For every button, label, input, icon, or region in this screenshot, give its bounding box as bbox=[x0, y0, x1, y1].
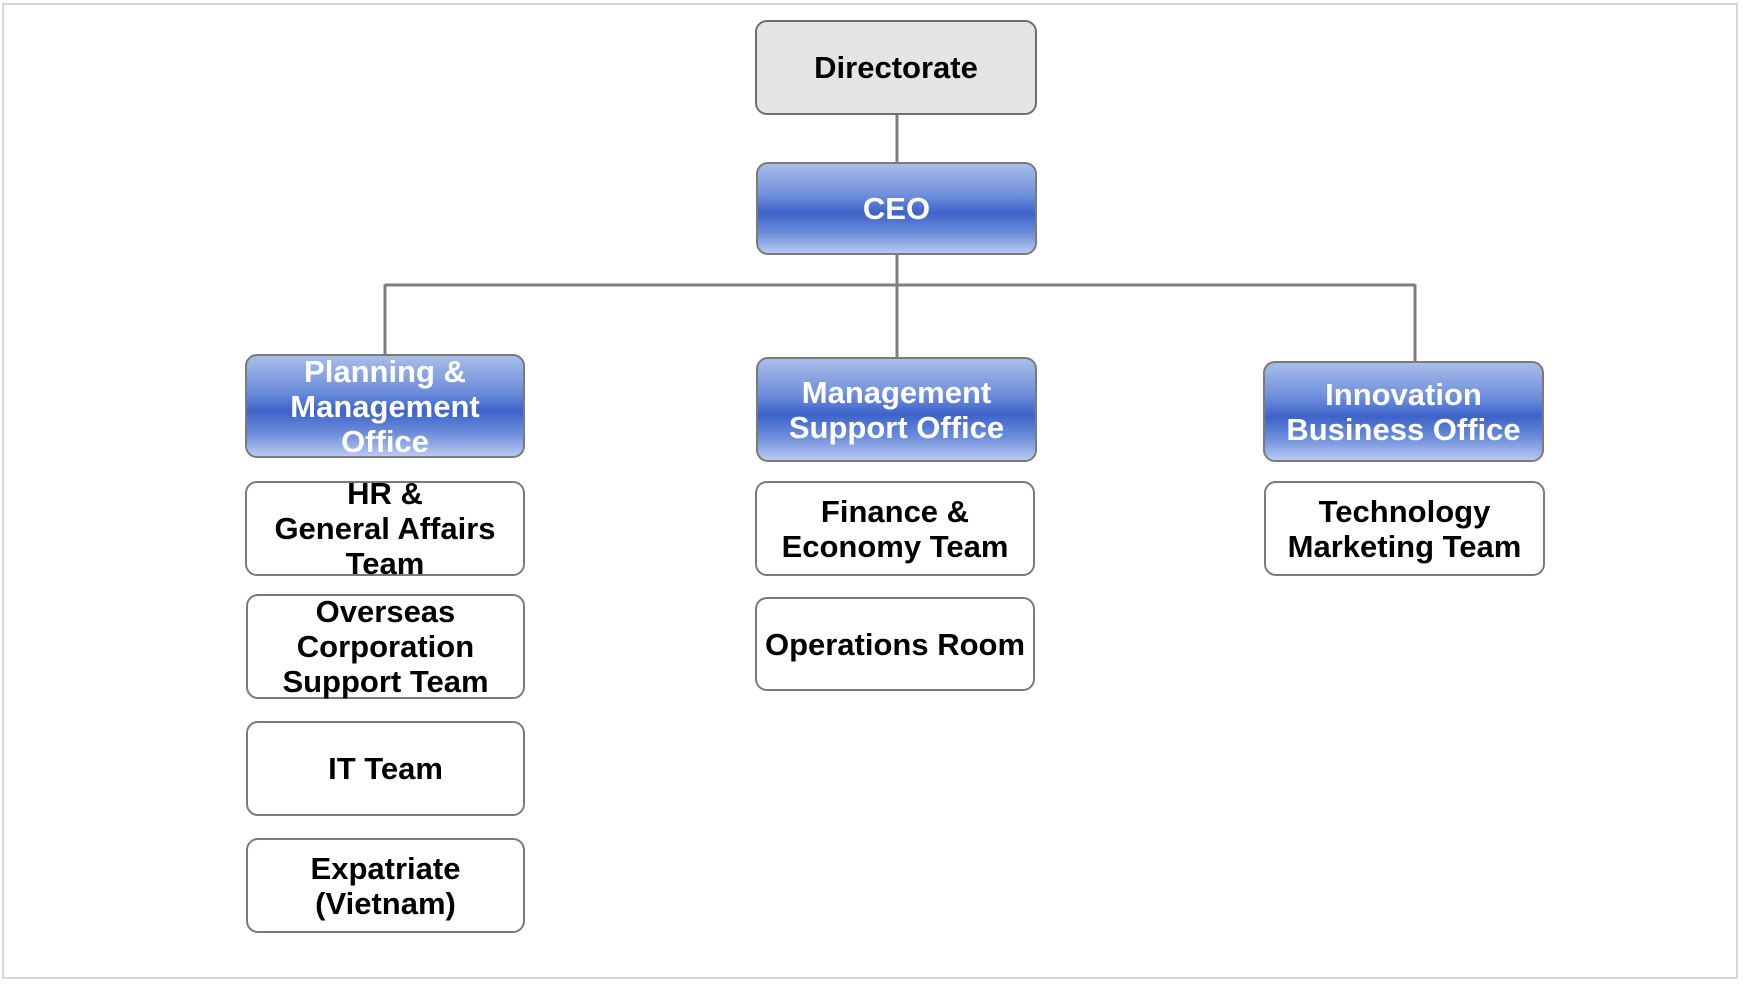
office-innovation-business: Innovation Business Office bbox=[1263, 361, 1544, 462]
team-technology-marketing: Technology Marketing Team bbox=[1264, 481, 1545, 576]
team-it: IT Team bbox=[246, 721, 525, 816]
office-management-support: Management Support Office bbox=[756, 357, 1037, 462]
ceo-box: CEO bbox=[756, 162, 1037, 255]
office-planning-management: Planning & Management Office bbox=[245, 354, 525, 459]
directorate-box: Directorate bbox=[755, 20, 1037, 115]
team-operations-room: Operations Room bbox=[755, 597, 1035, 691]
team-overseas-corporation-support: Overseas Corporation Support Team bbox=[246, 594, 525, 699]
team-hr-general-affairs: HR & General Affairs Team bbox=[245, 476, 525, 581]
team-finance-economy: Finance & Economy Team bbox=[755, 481, 1035, 576]
diagram-frame bbox=[2, 3, 1738, 979]
team-expatriate-vietnam: Expatriate (Vietnam) bbox=[246, 838, 525, 933]
